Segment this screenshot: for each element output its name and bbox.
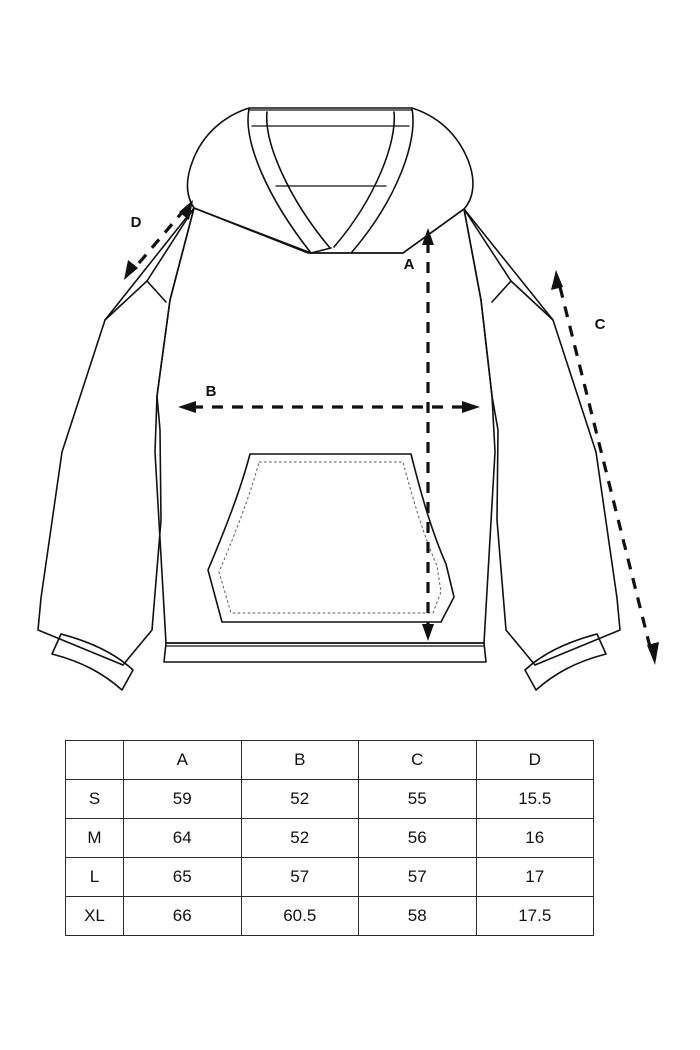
cell-value: 59	[123, 779, 242, 819]
row-header-size: M	[65, 818, 124, 858]
right-raglan-seam	[463, 208, 512, 303]
cell-value: 16	[475, 818, 594, 858]
table-row: M 64 52 56 16	[65, 818, 594, 858]
cell-value: 15.5	[475, 779, 594, 819]
dimension-b-arrowhead-left	[178, 401, 196, 413]
table-header-row: A B C D	[65, 740, 594, 780]
table-row: S 59 52 55 15.5	[65, 779, 594, 819]
right-cuff	[524, 633, 607, 691]
column-header-c: C	[358, 740, 477, 780]
table-body: S 59 52 55 15.5 M 64 52 56 16 L 65 57	[65, 779, 594, 936]
cell-value: 55	[358, 779, 477, 819]
dimension-b-label: B	[206, 383, 217, 400]
dimension-c-arrowhead-bottom	[647, 642, 659, 665]
body-group	[154, 207, 496, 663]
cell-value: 56	[358, 818, 477, 858]
hood-outline	[186, 107, 474, 254]
right-raglan-seam-lower	[510, 280, 554, 321]
cell-value: 57	[358, 857, 477, 897]
right-sleeve-group	[463, 208, 621, 691]
right-cuff-seam	[524, 633, 598, 671]
left-cuff	[51, 633, 134, 691]
hood-facing-right-inner	[333, 111, 396, 248]
neckline-v	[193, 207, 465, 254]
dimension-b-arrowhead-right	[462, 401, 480, 413]
dimension-d-label: D	[131, 214, 142, 231]
cell-value: 52	[240, 818, 359, 858]
cell-value: 58	[358, 896, 477, 936]
table-header: A B C D	[65, 740, 594, 780]
hoodie-technical-drawing: A B C D	[37, 107, 659, 691]
hood-facing-left-outer	[247, 108, 312, 254]
dimension-d-line	[131, 207, 187, 272]
hood-facing-right-outer	[351, 108, 414, 253]
size-measurement-table: A B C D S 59 52 55 15.5 M 64 52	[65, 740, 594, 936]
cell-value: 65	[123, 857, 242, 897]
column-header-a: A	[123, 740, 242, 780]
row-header-size: XL	[65, 896, 124, 936]
dimension-a-arrowhead-bottom	[422, 624, 434, 641]
cell-value: 60.5	[240, 896, 359, 936]
row-header-size: L	[65, 857, 124, 897]
dimension-d-group: D	[124, 200, 193, 280]
cell-value: 64	[123, 818, 242, 858]
table-row: XL 66 60.5 58 17.5	[65, 896, 594, 936]
left-sleeve-group	[37, 207, 195, 691]
cell-value: 57	[240, 857, 359, 897]
right-sleeve-outline	[463, 208, 621, 666]
body-outline	[154, 207, 496, 644]
pocket-outline	[207, 453, 455, 623]
dimension-c-label: C	[595, 316, 606, 333]
left-raglan-seam-lower	[104, 280, 148, 321]
dimension-a-group: A	[404, 228, 434, 641]
cell-value: 17	[475, 857, 594, 897]
left-cuff-seam	[60, 633, 134, 671]
measurement-table-container: A B C D S 59 52 55 15.5 M 64 52	[65, 740, 594, 936]
dimension-b-group: B	[178, 383, 480, 413]
dimension-d-arrowhead-lower	[124, 260, 138, 280]
pocket-stitch-line	[218, 461, 442, 614]
row-header-size: S	[65, 779, 124, 819]
column-header-d: D	[475, 740, 594, 780]
dimension-c-arrowhead-top	[551, 270, 563, 290]
dimension-a-arrowhead-top	[422, 228, 434, 245]
hood-facing-left-inner	[265, 111, 331, 249]
table-row: L 65 57 57 17	[65, 857, 594, 897]
table-corner-cell	[65, 740, 124, 780]
cell-value: 66	[123, 896, 242, 936]
dimension-a-label: A	[404, 256, 415, 273]
dimension-d-arrowhead-upper	[179, 200, 193, 220]
left-raglan-seam	[146, 207, 195, 303]
cell-value: 52	[240, 779, 359, 819]
left-sleeve-outline	[37, 207, 195, 666]
hood-center-fold	[310, 247, 332, 254]
dimension-c-group: C	[551, 270, 659, 665]
kangaroo-pocket-group	[207, 453, 455, 623]
cell-value: 17.5	[475, 896, 594, 936]
dimension-c-line	[558, 286, 652, 648]
hood-group	[186, 107, 474, 254]
hem-band	[163, 642, 487, 663]
column-header-b: B	[240, 740, 359, 780]
